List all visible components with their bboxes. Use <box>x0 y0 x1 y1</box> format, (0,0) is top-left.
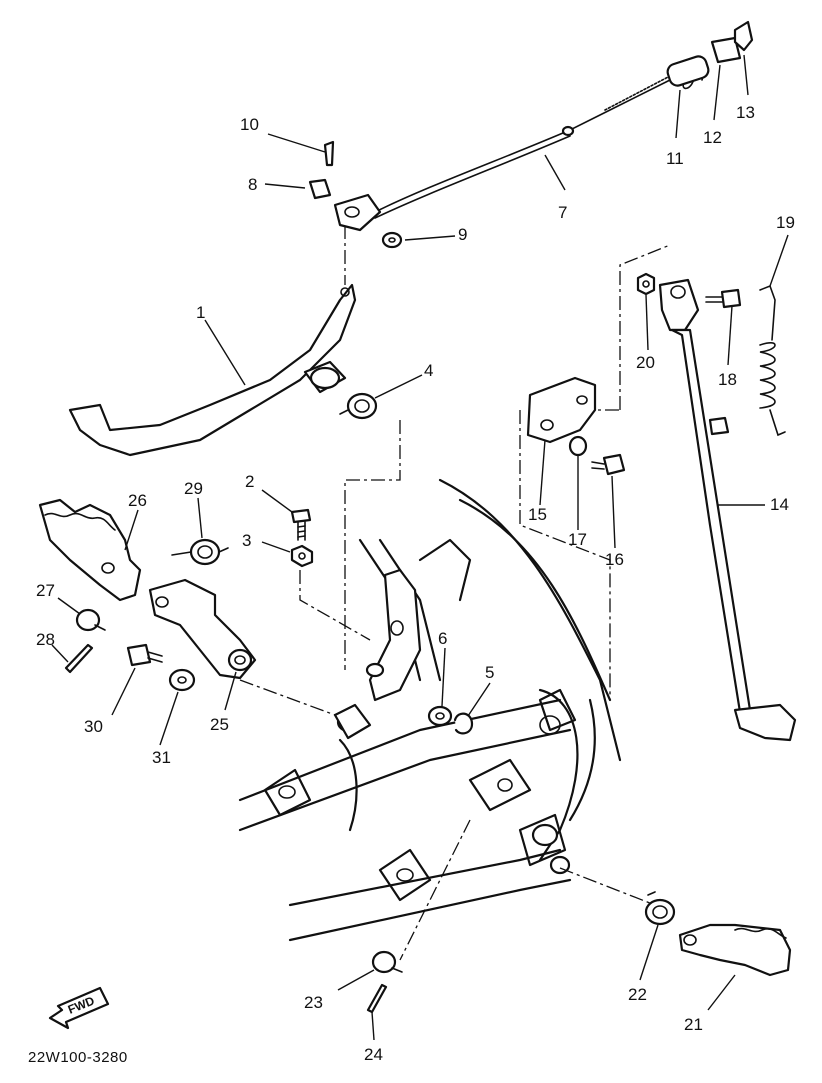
leader-lines <box>51 54 789 1041</box>
callout-11: 11 <box>666 149 684 168</box>
callout-23: 23 <box>304 993 323 1012</box>
bolt-18 <box>705 288 742 309</box>
callout-19: 19 <box>776 213 795 232</box>
callout-7: 7 <box>558 203 567 222</box>
callout-26: 26 <box>128 491 147 510</box>
callout-22: 22 <box>628 985 647 1004</box>
callout-9: 9 <box>458 225 467 244</box>
drawing-code: 22W100-3280 <box>28 1049 128 1066</box>
spring-29 <box>171 538 229 566</box>
washer-31 <box>168 668 196 692</box>
adjuster-12 <box>710 36 742 64</box>
callout-24: 24 <box>364 1045 383 1064</box>
bolt-2 <box>290 508 312 541</box>
washer-17 <box>568 435 588 457</box>
washer-6 <box>427 705 453 727</box>
callout-16: 16 <box>605 550 624 569</box>
callout-2: 2 <box>245 472 254 491</box>
cotter-pin-top <box>323 140 335 167</box>
callout-17: 17 <box>568 530 587 549</box>
callout-20: 20 <box>636 353 655 372</box>
brake-pedal <box>68 283 357 457</box>
pin-27 <box>75 608 106 632</box>
callout-12: 12 <box>703 128 722 147</box>
circlip-5 <box>453 712 474 735</box>
fwd-arrow-icon: FWD <box>48 986 110 1030</box>
footrest-left-26 <box>38 498 142 602</box>
cotter-pin-28 <box>64 643 94 674</box>
brake-rod <box>333 75 671 232</box>
footrest-bracket-25 <box>148 578 257 680</box>
washer-9 <box>381 231 403 249</box>
pedal-bracket <box>333 568 422 740</box>
callout-14: 14 <box>770 495 789 514</box>
spring-11 <box>666 55 710 90</box>
callout-31: 31 <box>152 748 171 767</box>
callout-18: 18 <box>718 370 737 389</box>
pin-23 <box>371 950 403 974</box>
callout-29: 29 <box>184 479 203 498</box>
callout-15: 15 <box>528 505 547 524</box>
clevis-pin <box>308 178 332 200</box>
callout-4: 4 <box>424 361 433 380</box>
nut-20 <box>636 272 656 296</box>
callout-27: 27 <box>36 581 55 600</box>
pin-sidestand <box>708 416 730 436</box>
callout-6: 6 <box>438 629 447 648</box>
callout-3: 3 <box>242 531 251 550</box>
cotter-pin-24 <box>366 983 388 1014</box>
footrest-right-21 <box>678 923 792 977</box>
spring-19 <box>759 284 786 437</box>
callout-numbers: 1 2 3 4 5 6 7 8 9 10 11 12 13 14 15 16 1… <box>36 103 795 1064</box>
assembly-lines <box>239 225 671 961</box>
spring-22 <box>644 891 676 926</box>
bolt-16 <box>591 453 626 476</box>
callout-10: 10 <box>240 115 259 134</box>
callout-25: 25 <box>210 715 229 734</box>
nut-3 <box>290 544 314 568</box>
sidestand-14 <box>658 278 797 742</box>
sidestand-bracket-15 <box>526 376 597 444</box>
callout-28: 28 <box>36 630 55 649</box>
callout-30: 30 <box>84 717 103 736</box>
callout-5: 5 <box>485 663 494 682</box>
wing-nut-13 <box>733 20 754 52</box>
callout-8: 8 <box>248 175 257 194</box>
callout-13: 13 <box>736 103 755 122</box>
callout-1: 1 <box>196 303 205 322</box>
frame-structure <box>238 478 622 942</box>
return-spring-4 <box>339 392 378 420</box>
bolt-30 <box>126 643 163 667</box>
callout-21: 21 <box>684 1015 703 1034</box>
